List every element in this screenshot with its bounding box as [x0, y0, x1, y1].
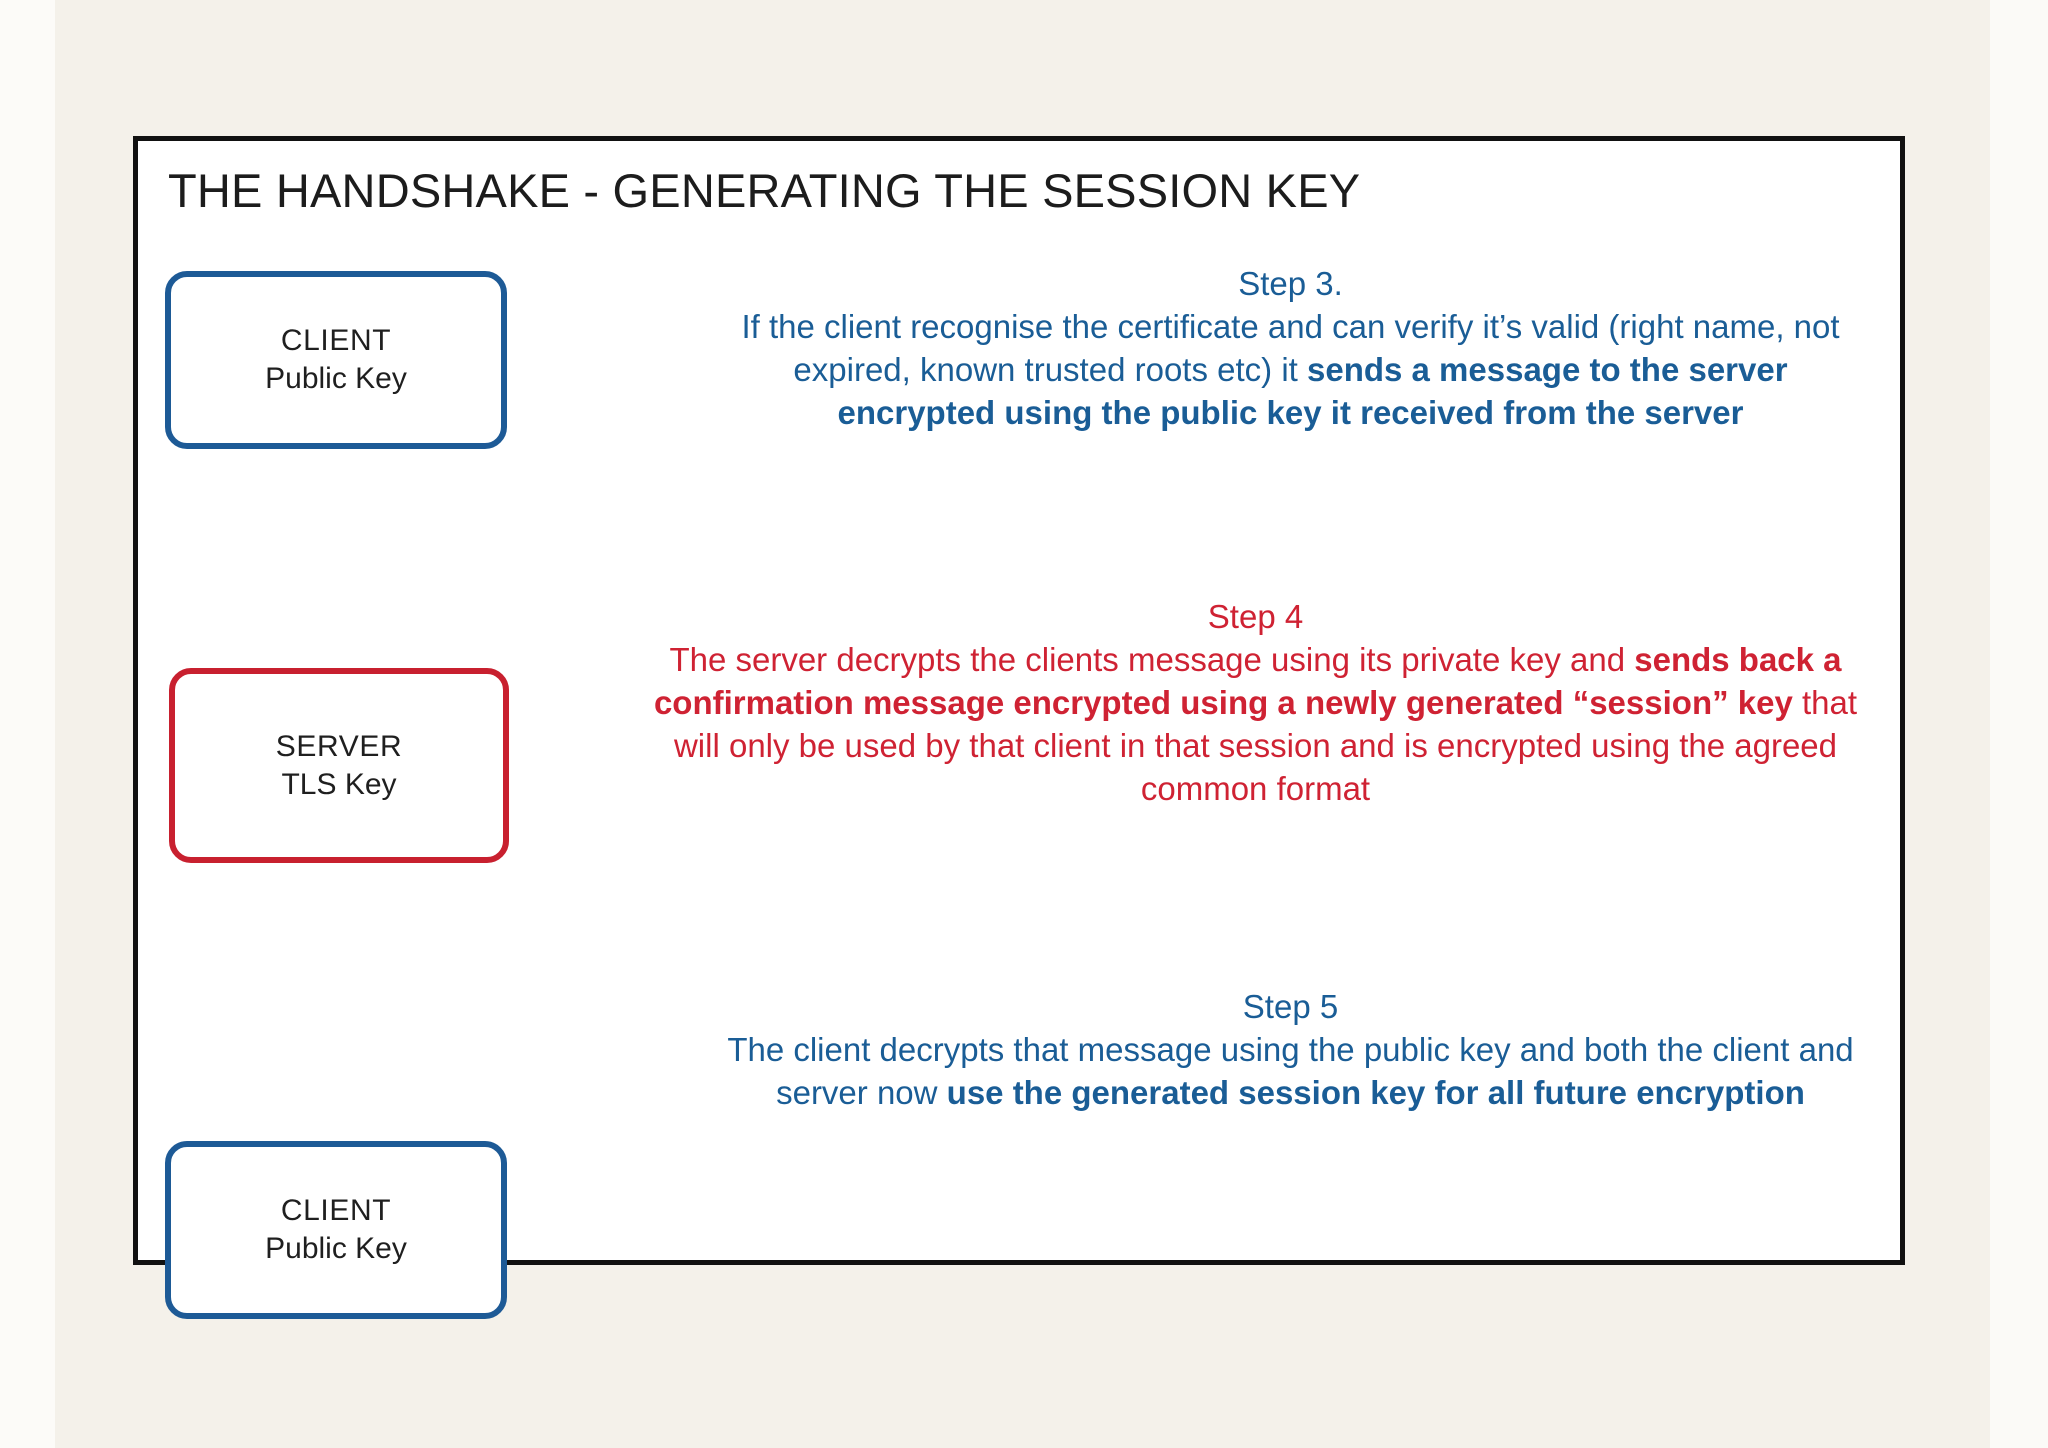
step-3-body: If the client recognise the certificate … [741, 307, 1840, 431]
step-4-body: The server decrypts the clients message … [653, 640, 1858, 807]
step-5-text-block: Step 5 The client decrypts that message … [713, 986, 1868, 1115]
key-box-key-label: Public Key [265, 1232, 407, 1265]
slide-frame: THE HANDSHAKE - GENERATING THE SESSION K… [133, 136, 1905, 1319]
key-box-client-bottom: CLIENT Public Key [165, 1141, 507, 1319]
key-box-key-label: TLS Key [281, 767, 397, 801]
page-left-margin [0, 0, 55, 1448]
step-5-body: The client decrypts that message using t… [727, 1030, 1854, 1111]
key-box-role-label: SERVER [275, 729, 403, 763]
step-4-text-block: Step 4 The server decrypts the clients m… [643, 596, 1868, 810]
page-right-margin [1990, 0, 2048, 1448]
key-box-role-label: CLIENT [280, 1194, 392, 1228]
step-3-text-block: Step 3. If the client recognise the cert… [713, 263, 1868, 435]
step-5-heading: Step 5 [1242, 988, 1339, 1025]
step-3-heading: Step 3. [1238, 265, 1343, 302]
key-box-server: SERVER TLS Key [169, 668, 509, 863]
step-4-heading: Step 4 [1207, 598, 1304, 635]
page-title: THE HANDSHAKE - GENERATING THE SESSION K… [168, 164, 1361, 217]
key-box-client-top: CLIENT Public Key [165, 271, 507, 449]
key-box-role-label: CLIENT [280, 324, 392, 358]
key-box-key-label: Public Key [265, 362, 407, 395]
